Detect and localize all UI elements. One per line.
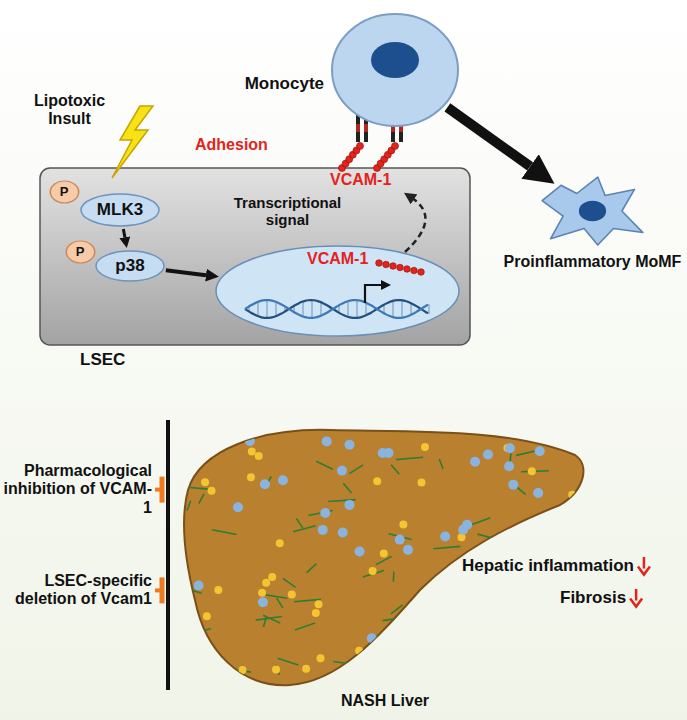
inhibition-symbol bbox=[155, 577, 162, 603]
intervention-label: Pharmacological inhibition of VCAM-1 bbox=[2, 462, 152, 517]
protein-label: VCAM-1 bbox=[330, 171, 391, 189]
nucleus: VCAM-1 bbox=[215, 245, 460, 337]
node-text: VCAM-1 bbox=[307, 250, 368, 268]
node-text: P bbox=[76, 245, 85, 260]
node-text: MLK3 bbox=[97, 200, 143, 220]
monocyte-cell-shape bbox=[330, 12, 460, 128]
kinase-oval: p38 bbox=[95, 250, 165, 282]
lsec-body bbox=[40, 168, 470, 345]
monocyte-cell: Monocyte bbox=[330, 12, 460, 128]
dashed-arrow bbox=[405, 198, 425, 252]
node-text: P bbox=[60, 185, 69, 200]
edge-label: Transcriptional signal bbox=[225, 194, 350, 229]
node-text: NASH Liver bbox=[180, 692, 590, 710]
intervention-label: LSEC-specific deletion of Vcam1 bbox=[2, 572, 152, 609]
connector-arrow bbox=[447, 107, 530, 166]
macrophage-cell: Proinflammatory MoMF bbox=[540, 175, 645, 247]
liver-organ: NASH Liver bbox=[180, 420, 590, 690]
phospho-circle: P bbox=[65, 240, 96, 264]
lightning-symbol bbox=[112, 106, 153, 178]
outcome-label: Hepatic inflammation bbox=[462, 556, 634, 576]
node-text: Proinflammatory MoMF bbox=[503, 253, 683, 271]
stimulus-label: Lipotoxic Insult bbox=[22, 92, 117, 129]
vcam-bead-chain bbox=[374, 143, 399, 172]
outcome-label: Fibrosis bbox=[560, 588, 626, 608]
process-label: Adhesion bbox=[195, 136, 268, 154]
vcam-bead-chain bbox=[339, 143, 364, 172]
divider-bar bbox=[166, 420, 170, 690]
connector-arrow bbox=[123, 229, 124, 237]
node-text: p38 bbox=[115, 256, 144, 276]
node-text: Monocyte bbox=[245, 74, 324, 94]
decrease-arrow bbox=[638, 557, 650, 575]
kinase-oval: MLK3 bbox=[80, 193, 160, 227]
decrease-arrow bbox=[630, 589, 642, 607]
liver-organ-shape bbox=[180, 420, 590, 690]
connector-arrow bbox=[166, 270, 206, 275]
phospho-circle: P bbox=[49, 180, 80, 204]
inhibition-symbol bbox=[155, 477, 162, 503]
node-text: LSEC bbox=[80, 350, 125, 370]
macrophage-cell-shape bbox=[540, 175, 645, 247]
